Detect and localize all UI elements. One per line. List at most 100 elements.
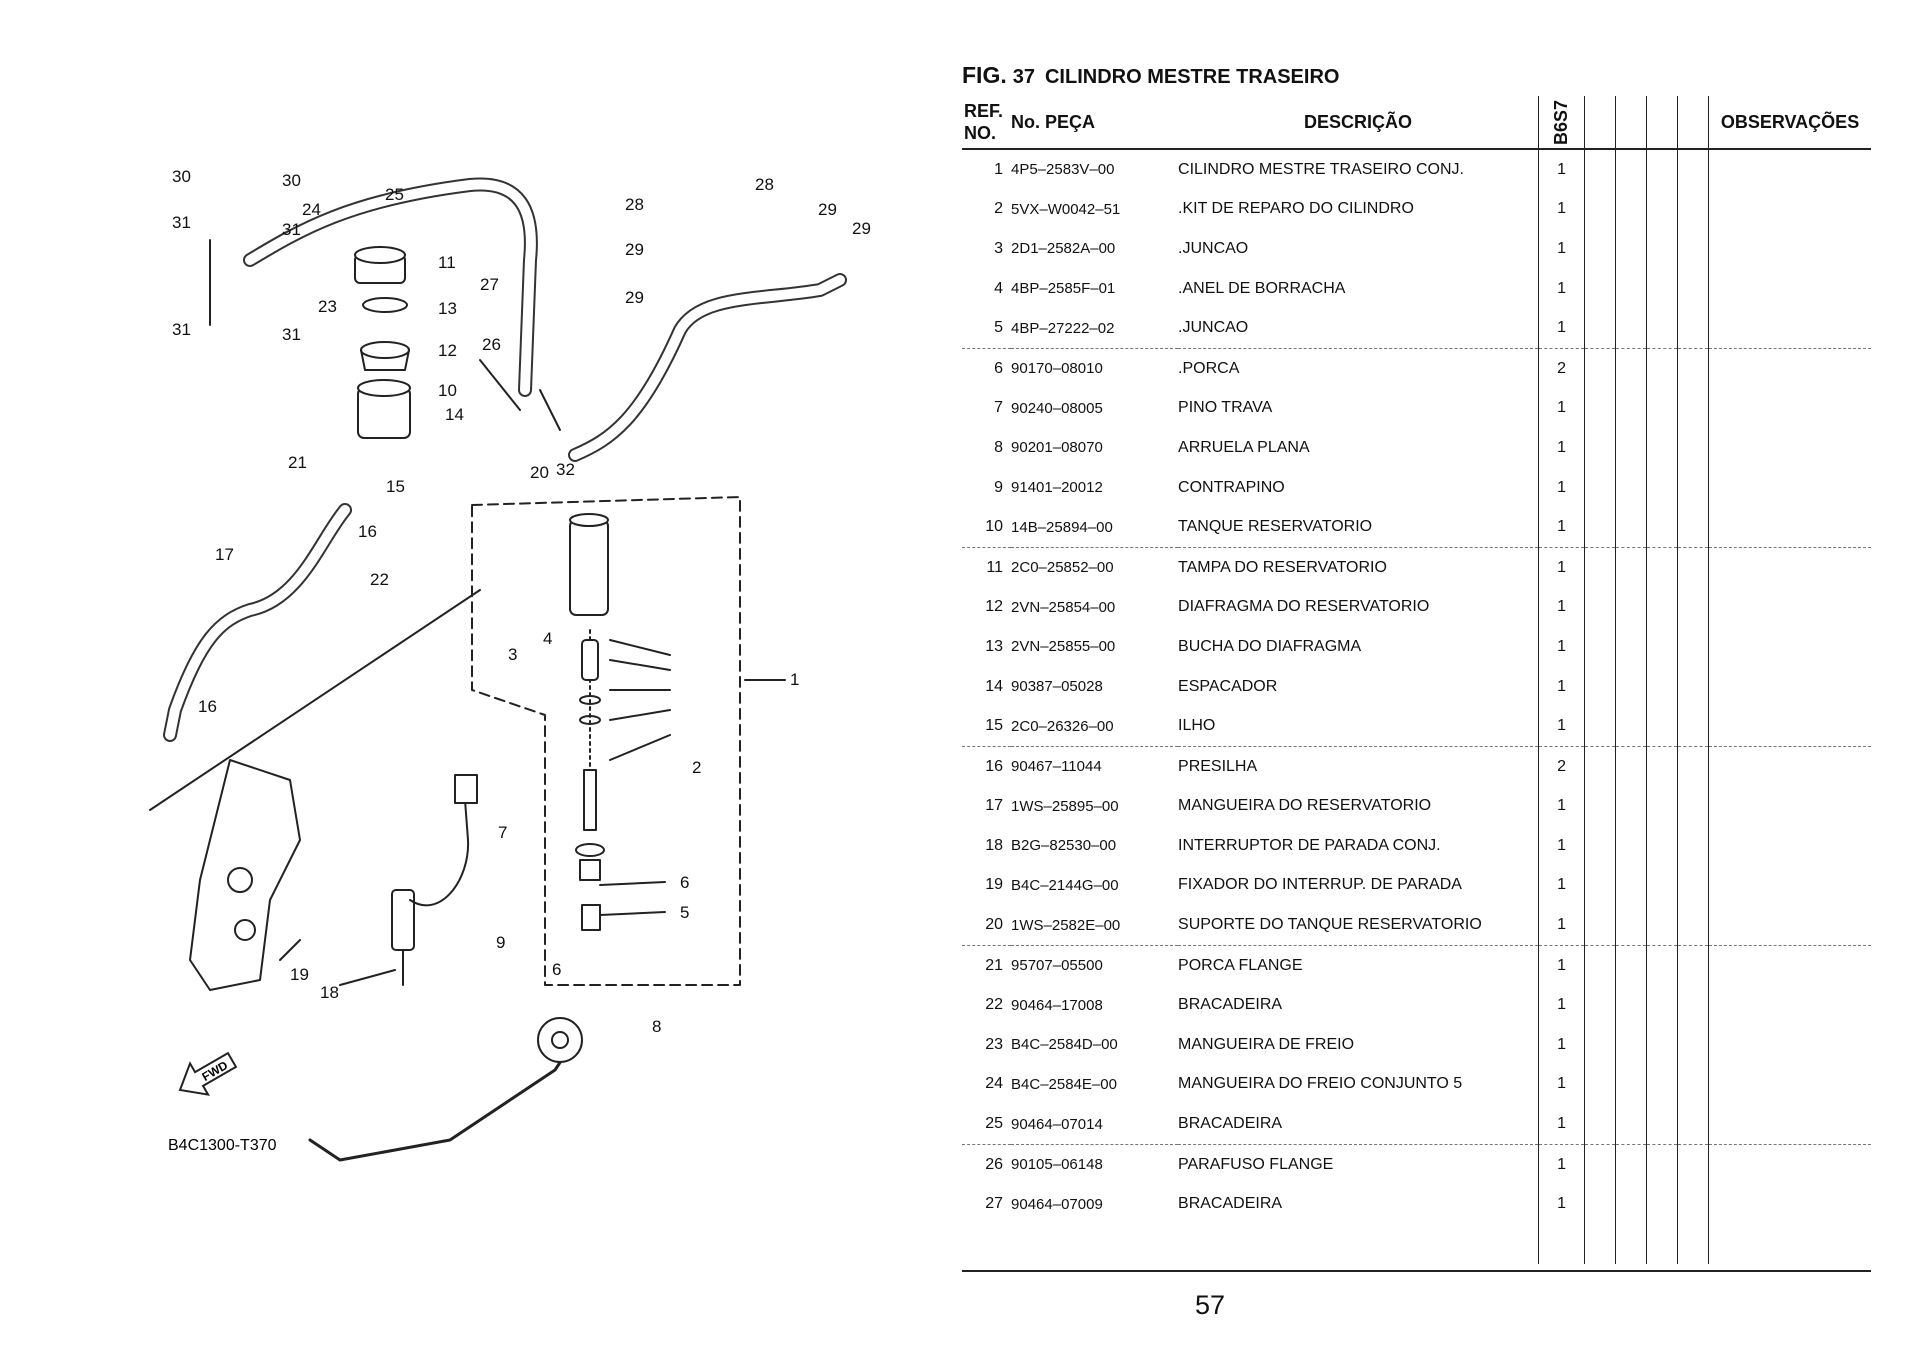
callout-29c: 29 (818, 200, 837, 219)
description-cell: ILHO (1178, 717, 1216, 735)
blank-cell (1677, 706, 1710, 747)
ref-cell: 4 (994, 279, 1004, 297)
blank-cell (1615, 189, 1648, 230)
observations-cell (1709, 1025, 1871, 1065)
blank-cell (1615, 308, 1648, 349)
observations-cell (1709, 905, 1871, 945)
description-cell: ARRUELA PLANA (1178, 438, 1310, 456)
blank-cell (1615, 467, 1648, 508)
observations-cell (1709, 706, 1871, 746)
part-number-cell: 91401–20012 (1011, 479, 1103, 497)
quantity-cell: 1 (1538, 666, 1586, 707)
callout-12: 12 (438, 341, 457, 360)
observations-cell (1709, 1065, 1871, 1105)
blank-cell (1615, 706, 1648, 747)
filler-cell (1584, 1224, 1617, 1265)
quantity-cell: 1 (1538, 308, 1586, 349)
blank-cell (1615, 1025, 1648, 1065)
blank-cell (1677, 905, 1710, 946)
header-ref-no: REF. NO. (962, 96, 1012, 150)
blank-cell (1646, 1025, 1679, 1065)
table-bottom-rule (962, 1270, 1871, 1272)
quantity-cell: 1 (1538, 467, 1586, 508)
blank-cell (1677, 189, 1710, 230)
quantity-cell: 1 (1538, 865, 1586, 906)
callout-31d: 31 (282, 325, 301, 344)
callout-3: 3 (508, 645, 517, 664)
observations-cell (1709, 389, 1871, 429)
callout-25: 25 (385, 185, 404, 204)
blank-cell (1677, 786, 1710, 827)
figure-code: B4C1300-T370 (168, 1137, 277, 1154)
blank-cell (1646, 786, 1679, 827)
blank-cell (1584, 347, 1617, 389)
blank-cell (1615, 666, 1648, 707)
part-number-cell: 4P5–2583V–00 (1011, 161, 1115, 179)
ref-cell: 23 (985, 1035, 1004, 1053)
part-number-cell: 90464–17008 (1011, 996, 1103, 1014)
blank-cell (1677, 627, 1710, 667)
part-number-cell: 14B–25894–00 (1011, 518, 1113, 536)
blank-cell (1615, 1184, 1648, 1225)
callout-9: 9 (496, 933, 505, 952)
quantity-cell: 1 (1538, 706, 1586, 747)
callout-4: 4 (543, 629, 552, 648)
blank-cell (1677, 149, 1710, 190)
ref-cell: 21 (962, 944, 1012, 986)
blank-cell (1584, 229, 1617, 269)
observations-cell (1708, 1143, 1871, 1185)
quantity-cell: 1 (1538, 428, 1586, 468)
blank-cell (1584, 745, 1617, 787)
description-cell: .KIT DE REPARO DO CILINDRO (1178, 200, 1414, 218)
filler-cell (1677, 1224, 1710, 1265)
blank-cell (1584, 865, 1617, 906)
filler-cell (1646, 1224, 1679, 1265)
ref-cell: 6 (962, 347, 1012, 389)
callout-31b: 31 (282, 220, 301, 239)
callout-31c: 31 (172, 320, 191, 339)
callout-6b: 6 (552, 960, 561, 979)
observations-cell (1709, 826, 1871, 866)
blank-cell (1615, 1143, 1648, 1185)
blank-cell (1584, 1143, 1617, 1185)
table-header-row: REF. NO. No. PEÇA DESCRIÇÃO B6S7 OBSERVA… (962, 96, 1871, 150)
blank-cell (1646, 865, 1679, 906)
filler-cell (962, 1224, 1011, 1264)
callout-7: 7 (498, 823, 507, 842)
blank-cell (1677, 467, 1710, 508)
observations-cell (1708, 745, 1871, 787)
part-number-cell: 95707–05500 (1011, 944, 1179, 986)
part-number-cell: 4BP–2585F–01 (1011, 280, 1116, 298)
quantity-cell: 1 (1538, 149, 1586, 190)
model-code: B6S7 (1551, 99, 1572, 145)
blank-cell (1615, 268, 1648, 309)
callout-30b: 30 (282, 171, 301, 190)
brake-pedal (308, 1038, 577, 1162)
description-cell: CILINDRO MESTRE TRASEIRO CONJ. (1178, 160, 1464, 178)
blank-cell (1646, 1064, 1679, 1105)
part-number-cell: 90105–06148 (1011, 1143, 1179, 1185)
blank-cell (1677, 1143, 1710, 1185)
observations-cell (1709, 588, 1871, 628)
description-cell: FIXADOR DO INTERRUP. DE PARADA (1178, 876, 1462, 894)
filler-cell (1538, 1224, 1586, 1265)
blank-cell (1584, 507, 1617, 548)
part-number-cell: 2D1–2582A–00 (1011, 240, 1116, 258)
quantity-cell: 1 (1538, 587, 1586, 628)
part-number-cell: 2VN–25855–00 (1011, 638, 1116, 656)
blank-cell (1615, 587, 1648, 628)
blank-cell (1584, 308, 1617, 349)
blank-cell (1677, 268, 1710, 309)
blank-cell (1646, 944, 1679, 986)
blank-cell (1677, 944, 1710, 986)
observations-cell (1709, 190, 1871, 230)
part-number-cell: B4C–2584D–00 (1011, 1036, 1118, 1054)
